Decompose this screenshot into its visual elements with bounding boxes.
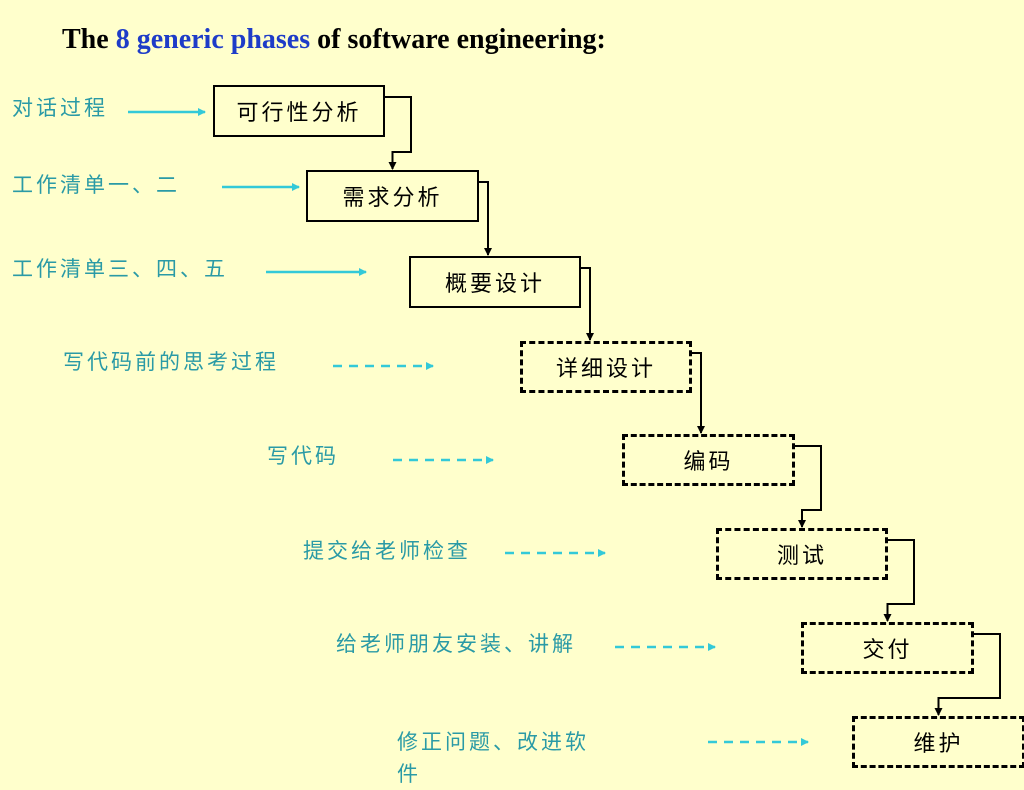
phase-label-3: 工作清单三、四、五 [12, 257, 228, 281]
phase-label-6: 提交给老师检查 [303, 539, 471, 563]
phase-box-5: 编码 [622, 434, 795, 486]
phase-connector-3 [581, 267, 594, 341]
title-suffix: of software engineering: [310, 24, 606, 55]
phase-box-1: 可行性分析 [213, 85, 385, 137]
phase-connector-1 [385, 96, 412, 170]
phase-label-8: 修正问题、改进软件 [397, 730, 589, 786]
phase-label-5: 写代码 [267, 444, 339, 468]
phase-box-3: 概要设计 [409, 256, 581, 308]
phase-box-7: 交付 [801, 622, 974, 674]
phase-box-8: 维护 [852, 716, 1024, 768]
phase-connector-5 [795, 445, 822, 528]
phase-box-2: 需求分析 [306, 170, 479, 222]
title-prefix: The [62, 24, 116, 55]
phase-label-4: 写代码前的思考过程 [63, 350, 279, 374]
phase-label-2: 工作清单一、二 [12, 173, 180, 197]
page-title: The 8 generic phases of software enginee… [62, 24, 606, 56]
phase-box-6: 测试 [716, 528, 888, 580]
phase-connector-2 [479, 181, 492, 256]
phase-label-7: 给老师朋友安装、讲解 [336, 632, 576, 656]
phase-connector-7 [934, 633, 1001, 716]
phase-box-4: 详细设计 [520, 341, 692, 393]
phase-connector-6 [883, 539, 915, 622]
phase-label-1: 对话过程 [12, 96, 108, 120]
phase-connector-4 [692, 352, 705, 434]
title-highlight: 8 generic phases [115, 24, 311, 55]
flow-arrows [128, 96, 1001, 746]
